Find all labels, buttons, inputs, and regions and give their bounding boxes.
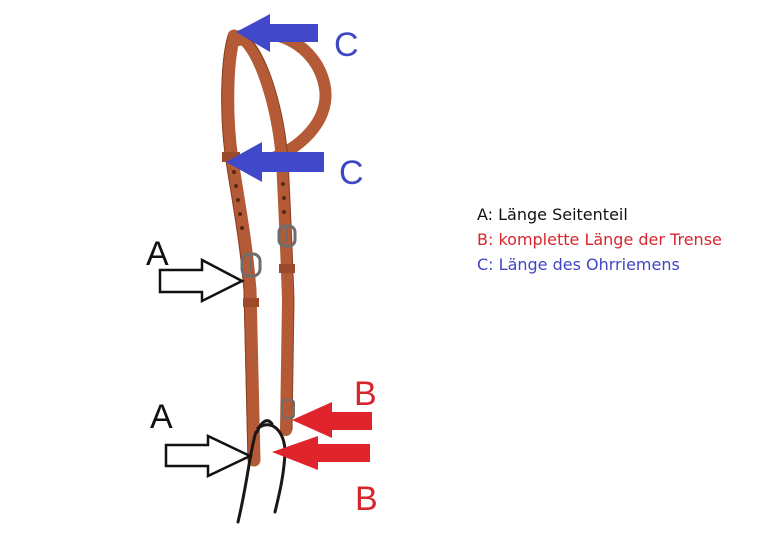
- arrow-b-lower-icon: [272, 436, 370, 470]
- arrow-b-upper-icon: [292, 402, 372, 438]
- strap-keeper: [279, 264, 295, 273]
- arrow-c-lower-icon: [226, 142, 324, 182]
- arrow-a-upper-icon: [158, 257, 245, 304]
- rein-right: [256, 423, 287, 514]
- label-a-lower: A: [150, 398, 173, 436]
- legend-item-a: A: Länge Seitenteil: [477, 205, 628, 224]
- label-c-upper: C: [334, 26, 359, 64]
- arrow-a-lower-icon: [164, 434, 253, 478]
- arrow-c-upper-icon: [236, 14, 318, 52]
- buckle-icon: [240, 252, 262, 278]
- legend: A: Länge Seitenteil B: komplette Länge d…: [477, 202, 722, 277]
- buckle-icon: [277, 224, 297, 248]
- legend-item-c: C: Länge des Ohrriemens: [477, 255, 680, 274]
- legend-item-b: B: komplette Länge der Trense: [477, 230, 722, 249]
- strap-keeper: [222, 152, 240, 162]
- label-a-upper: A: [146, 235, 169, 273]
- label-c-lower: C: [339, 154, 364, 192]
- strap-keeper: [243, 298, 259, 307]
- rein-left: [236, 430, 258, 524]
- label-b-upper: B: [354, 375, 377, 413]
- rein-loop: [255, 419, 274, 434]
- buckle-icon: [281, 399, 295, 419]
- label-b-lower: B: [355, 480, 378, 518]
- left-cheek-strap: [221, 29, 261, 467]
